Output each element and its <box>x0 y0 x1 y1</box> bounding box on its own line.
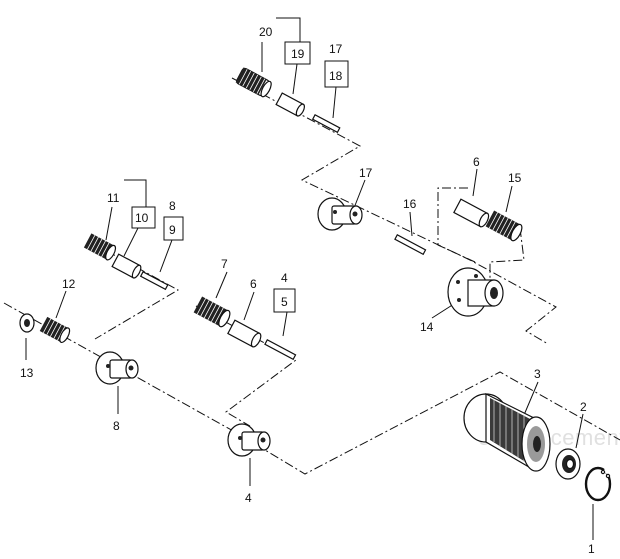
part-number-labels: 20 19 17 18 11 10 8 9 12 13 8 7 6 4 5 4 … <box>20 25 595 556</box>
label-11: 11 <box>107 191 120 205</box>
part-16-pin[interactable] <box>394 234 427 256</box>
label-7: 7 <box>221 257 228 271</box>
label-12: 12 <box>62 277 76 291</box>
label-8-top: 8 <box>169 199 176 213</box>
label-4-top: 4 <box>281 271 288 285</box>
part-1-retaining-ring[interactable] <box>584 466 612 502</box>
part-17-hub[interactable] <box>317 197 363 231</box>
label-4-bottom: 4 <box>245 491 252 505</box>
label-2: 2 <box>580 400 587 414</box>
part-2-bearing[interactable] <box>555 448 581 480</box>
label-17-top: 17 <box>329 42 343 56</box>
part-3-drum-housing[interactable] <box>463 393 551 472</box>
part-6-sleeve-mid[interactable] <box>227 319 263 348</box>
label-15: 15 <box>508 171 522 185</box>
label-10: 10 <box>135 211 149 225</box>
label-5: 5 <box>281 295 288 309</box>
part-8-hub[interactable] <box>95 351 139 385</box>
label-3: 3 <box>534 367 541 381</box>
part-14-flanged-hub[interactable] <box>447 267 504 317</box>
label-17-mid: 17 <box>359 166 373 180</box>
part-10-sleeve[interactable] <box>111 253 142 279</box>
label-13: 13 <box>20 366 34 380</box>
leader-lines <box>25 17 594 540</box>
label-20: 20 <box>259 25 273 39</box>
part-7-knurled-roller[interactable] <box>193 296 232 329</box>
part-13-washer[interactable] <box>19 313 35 333</box>
label-18: 18 <box>329 69 343 83</box>
part-20-knurled-roller[interactable] <box>235 67 274 98</box>
label-16: 16 <box>403 197 417 211</box>
part-11-knurled-roller[interactable] <box>83 233 118 261</box>
label-14: 14 <box>420 320 434 334</box>
label-6-right: 6 <box>473 155 480 169</box>
part-19-sleeve[interactable] <box>275 92 306 117</box>
label-8-bottom: 8 <box>113 419 120 433</box>
label-9: 9 <box>169 223 176 237</box>
part-5-pin[interactable] <box>264 339 297 361</box>
part-9-pin[interactable] <box>139 270 169 291</box>
part-6-sleeve-right[interactable] <box>453 198 491 228</box>
part-4-hub[interactable] <box>227 423 271 457</box>
part-15-knurled-roller[interactable] <box>485 210 524 243</box>
part-12-knurled-roller[interactable] <box>39 316 72 344</box>
label-1: 1 <box>588 542 595 556</box>
label-19: 19 <box>291 47 305 61</box>
part-18-pin[interactable] <box>311 113 341 134</box>
label-6-mid: 6 <box>250 277 257 291</box>
